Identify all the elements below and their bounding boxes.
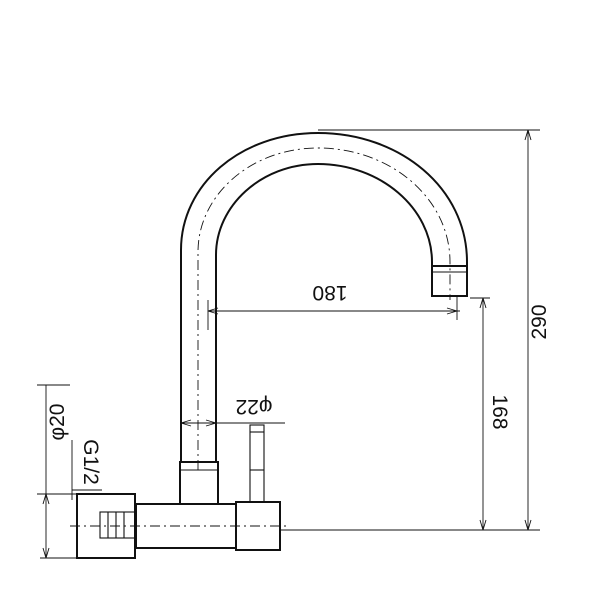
pipe-diameter-label: φ22 — [236, 395, 273, 418]
spout-height-label: 168 — [488, 394, 511, 429]
threaded-inlet — [99, 511, 137, 539]
dimension-spout-height — [470, 297, 490, 531]
spout-outer-contour — [180, 131, 468, 462]
spout-centerline — [197, 147, 451, 470]
thread-label: G1/2 — [79, 439, 102, 485]
handle-lever — [249, 424, 265, 503]
dimension-base-diameter — [37, 384, 78, 559]
dimension-reach — [207, 296, 460, 330]
faucet-outline — [70, 131, 468, 559]
swivel-collar — [179, 461, 219, 505]
spout-inner-contour — [215, 162, 433, 462]
dimension-pipe-diameter — [180, 419, 285, 427]
dimension-total-height — [280, 129, 540, 531]
spout-tip — [431, 265, 468, 297]
base-diameter-label: φ20 — [46, 404, 69, 441]
total-height-label: 290 — [528, 304, 551, 339]
reach-label: 180 — [312, 281, 347, 304]
dimension-thread — [71, 440, 102, 500]
